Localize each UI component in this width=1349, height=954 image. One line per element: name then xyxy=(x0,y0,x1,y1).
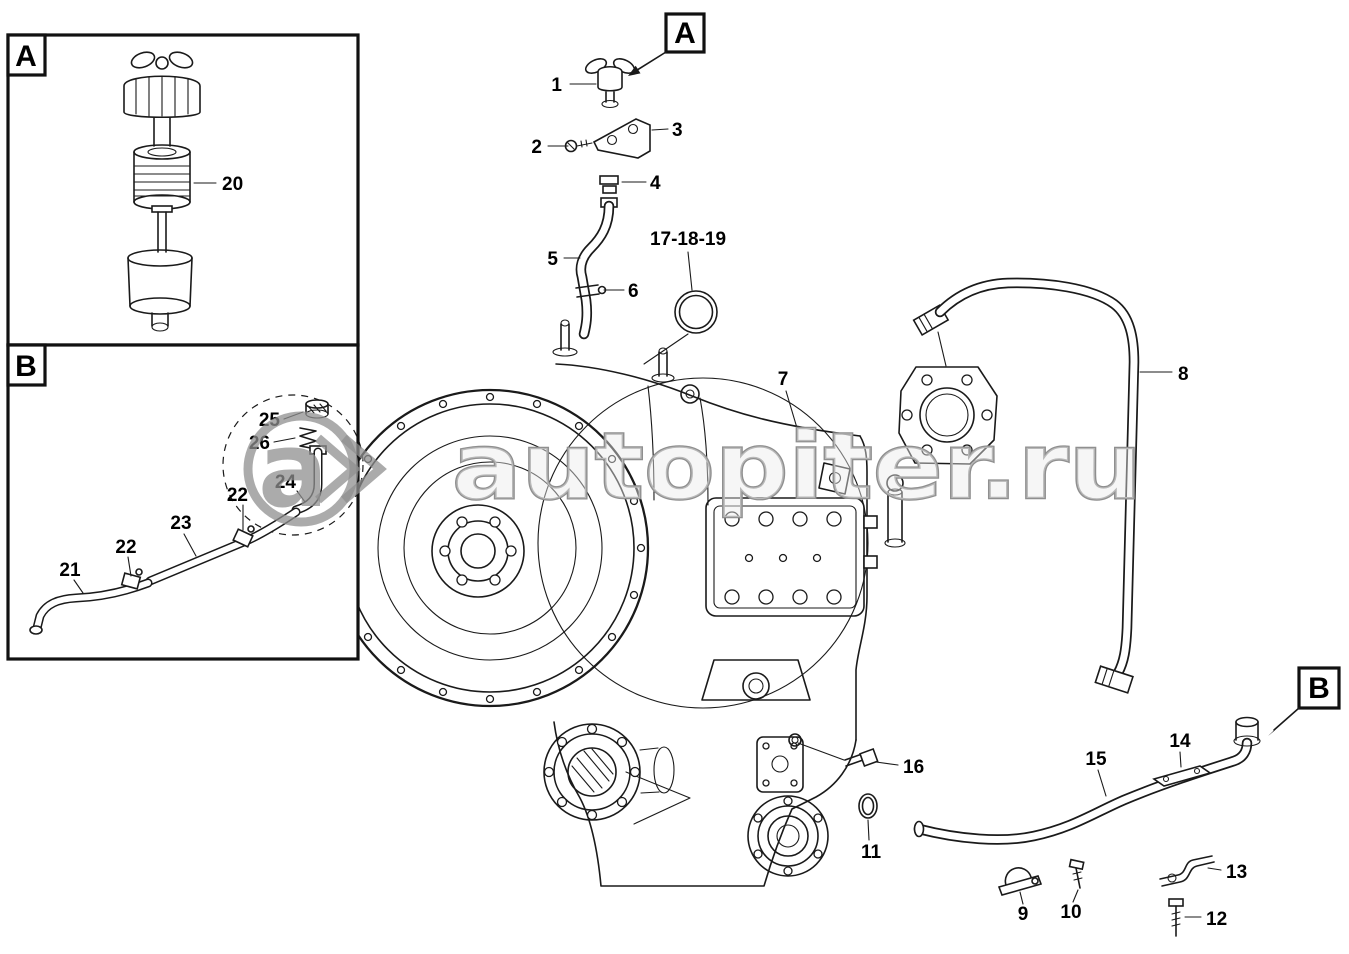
pipe-part5 xyxy=(575,197,618,340)
bracket-part3 xyxy=(592,118,651,159)
output-flange-bottom xyxy=(747,795,829,877)
pipe-part15 xyxy=(913,716,1261,845)
output-flange-front xyxy=(543,723,641,821)
lift-bracket xyxy=(818,462,851,495)
screw-part2 xyxy=(564,139,593,153)
callout-7: 7 xyxy=(778,369,789,390)
callout-13: 13 xyxy=(1226,862,1247,883)
case-breather-pins xyxy=(552,319,700,404)
inset-a-panel: A xyxy=(6,33,360,347)
callout-23: 23 xyxy=(170,513,191,534)
callout-21: 21 xyxy=(59,560,81,581)
ref-b-arrowhead xyxy=(1268,724,1280,736)
hose-part8 xyxy=(912,277,1140,694)
inset-b-panel: B xyxy=(6,343,364,661)
callout-6: 6 xyxy=(628,281,639,302)
callout-17-18-19: 17-18-19 xyxy=(650,229,726,250)
callout-16: 16 xyxy=(903,757,924,778)
callout-8: 8 xyxy=(1178,364,1189,385)
elbow-tube-part21 xyxy=(29,578,153,635)
inset-b-frame xyxy=(6,343,360,661)
callout-9: 9 xyxy=(1018,904,1029,925)
control-valve-block xyxy=(705,497,878,617)
clamp-part22-second xyxy=(120,568,143,590)
clamp-part9 xyxy=(997,867,1043,896)
bracket-part14 xyxy=(1152,765,1212,787)
callout-24: 24 xyxy=(275,472,297,493)
mount-bracket xyxy=(701,659,811,701)
callout-22-second: 22 xyxy=(115,537,136,558)
detail-dashed-circle xyxy=(222,394,364,536)
callout-5: 5 xyxy=(547,249,558,270)
callout-20: 20 xyxy=(222,174,243,195)
callout-15: 15 xyxy=(1085,749,1107,770)
ref-b-box xyxy=(1297,666,1341,710)
callout-3: 3 xyxy=(672,120,683,141)
callout-10: 10 xyxy=(1060,902,1081,923)
callout-22-first: 22 xyxy=(227,485,248,506)
callout-12: 12 xyxy=(1206,909,1227,930)
inset-a-letter-box xyxy=(6,33,47,77)
ref-a-box xyxy=(664,12,706,54)
bolt-part12 xyxy=(1168,898,1184,937)
breather-detail-part20 xyxy=(123,51,201,332)
dipstick-tube xyxy=(884,474,906,548)
ref-marker-b: B xyxy=(1268,666,1341,736)
ref-marker-a: A xyxy=(628,12,706,76)
watermark: a autopiter.ru xyxy=(243,409,1143,531)
fitting-part16 xyxy=(788,733,879,768)
callout-11: 11 xyxy=(861,842,882,863)
clamp-part13 xyxy=(1159,855,1215,887)
callout-1: 1 xyxy=(551,75,562,96)
inset-a-letter: A xyxy=(15,40,37,73)
rear-housing-ring xyxy=(537,377,869,709)
watermark-logo-letter: a xyxy=(258,409,328,531)
main-transmission-drawing xyxy=(330,58,1261,937)
spring-part26 xyxy=(299,427,317,450)
torque-converter-housing xyxy=(330,388,650,708)
breather-assembly xyxy=(584,58,636,109)
callout-4: 4 xyxy=(650,173,661,194)
inset-b-letter: B xyxy=(15,350,37,383)
ref-a-arrowhead xyxy=(628,65,641,76)
bolt-part10 xyxy=(1068,858,1085,889)
clamp-part22-first xyxy=(232,525,255,548)
watermark-chevron-icon xyxy=(341,434,387,504)
oring-part17-18-19 xyxy=(643,290,718,365)
callout-2: 2 xyxy=(531,137,542,158)
callout-14: 14 xyxy=(1169,731,1191,752)
pump-mount-plate xyxy=(898,366,998,465)
inset-b-letter-box xyxy=(6,343,47,387)
ref-b-letter: B xyxy=(1308,672,1330,705)
ref-a-letter: A xyxy=(674,17,696,50)
oring-part11 xyxy=(858,793,878,819)
watermark-chevron-icon xyxy=(315,434,361,504)
elbow-part24 xyxy=(291,445,327,515)
nut-part4 xyxy=(599,175,619,194)
watermark-text: autopiter.ru xyxy=(452,413,1142,520)
leader-lines xyxy=(73,83,1222,918)
gearbox-case xyxy=(553,363,868,887)
